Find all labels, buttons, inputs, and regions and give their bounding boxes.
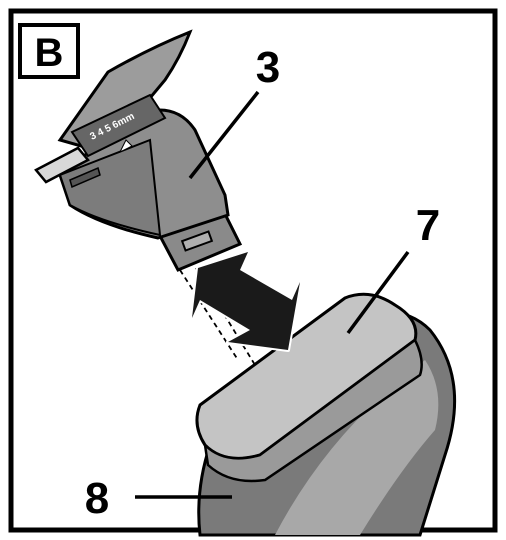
trimmer-handle: [195, 292, 457, 537]
attachment-comb-top: [57, 29, 193, 152]
attachment-front-face: [58, 138, 162, 237]
callout-label-3: 3: [256, 43, 280, 92]
attachment-slider: [70, 93, 167, 158]
comb-attachment: 3 4 5 6mm: [34, 29, 243, 272]
callout-7: 7: [346, 201, 440, 335]
callout-label-8: 8: [85, 474, 109, 523]
double-arrow: [190, 250, 302, 352]
callout-label-7: 7: [416, 201, 440, 250]
callout-8: 8: [85, 474, 232, 523]
handle-highlight: [275, 360, 439, 535]
panel-letter: B: [35, 31, 64, 75]
handle-top-cap-edge: [203, 338, 423, 483]
panel-letter-box: B: [18, 23, 80, 79]
callout-3: 3: [188, 43, 280, 180]
attachment-light-tab: [34, 146, 90, 184]
indicator-triangle: [118, 139, 133, 154]
